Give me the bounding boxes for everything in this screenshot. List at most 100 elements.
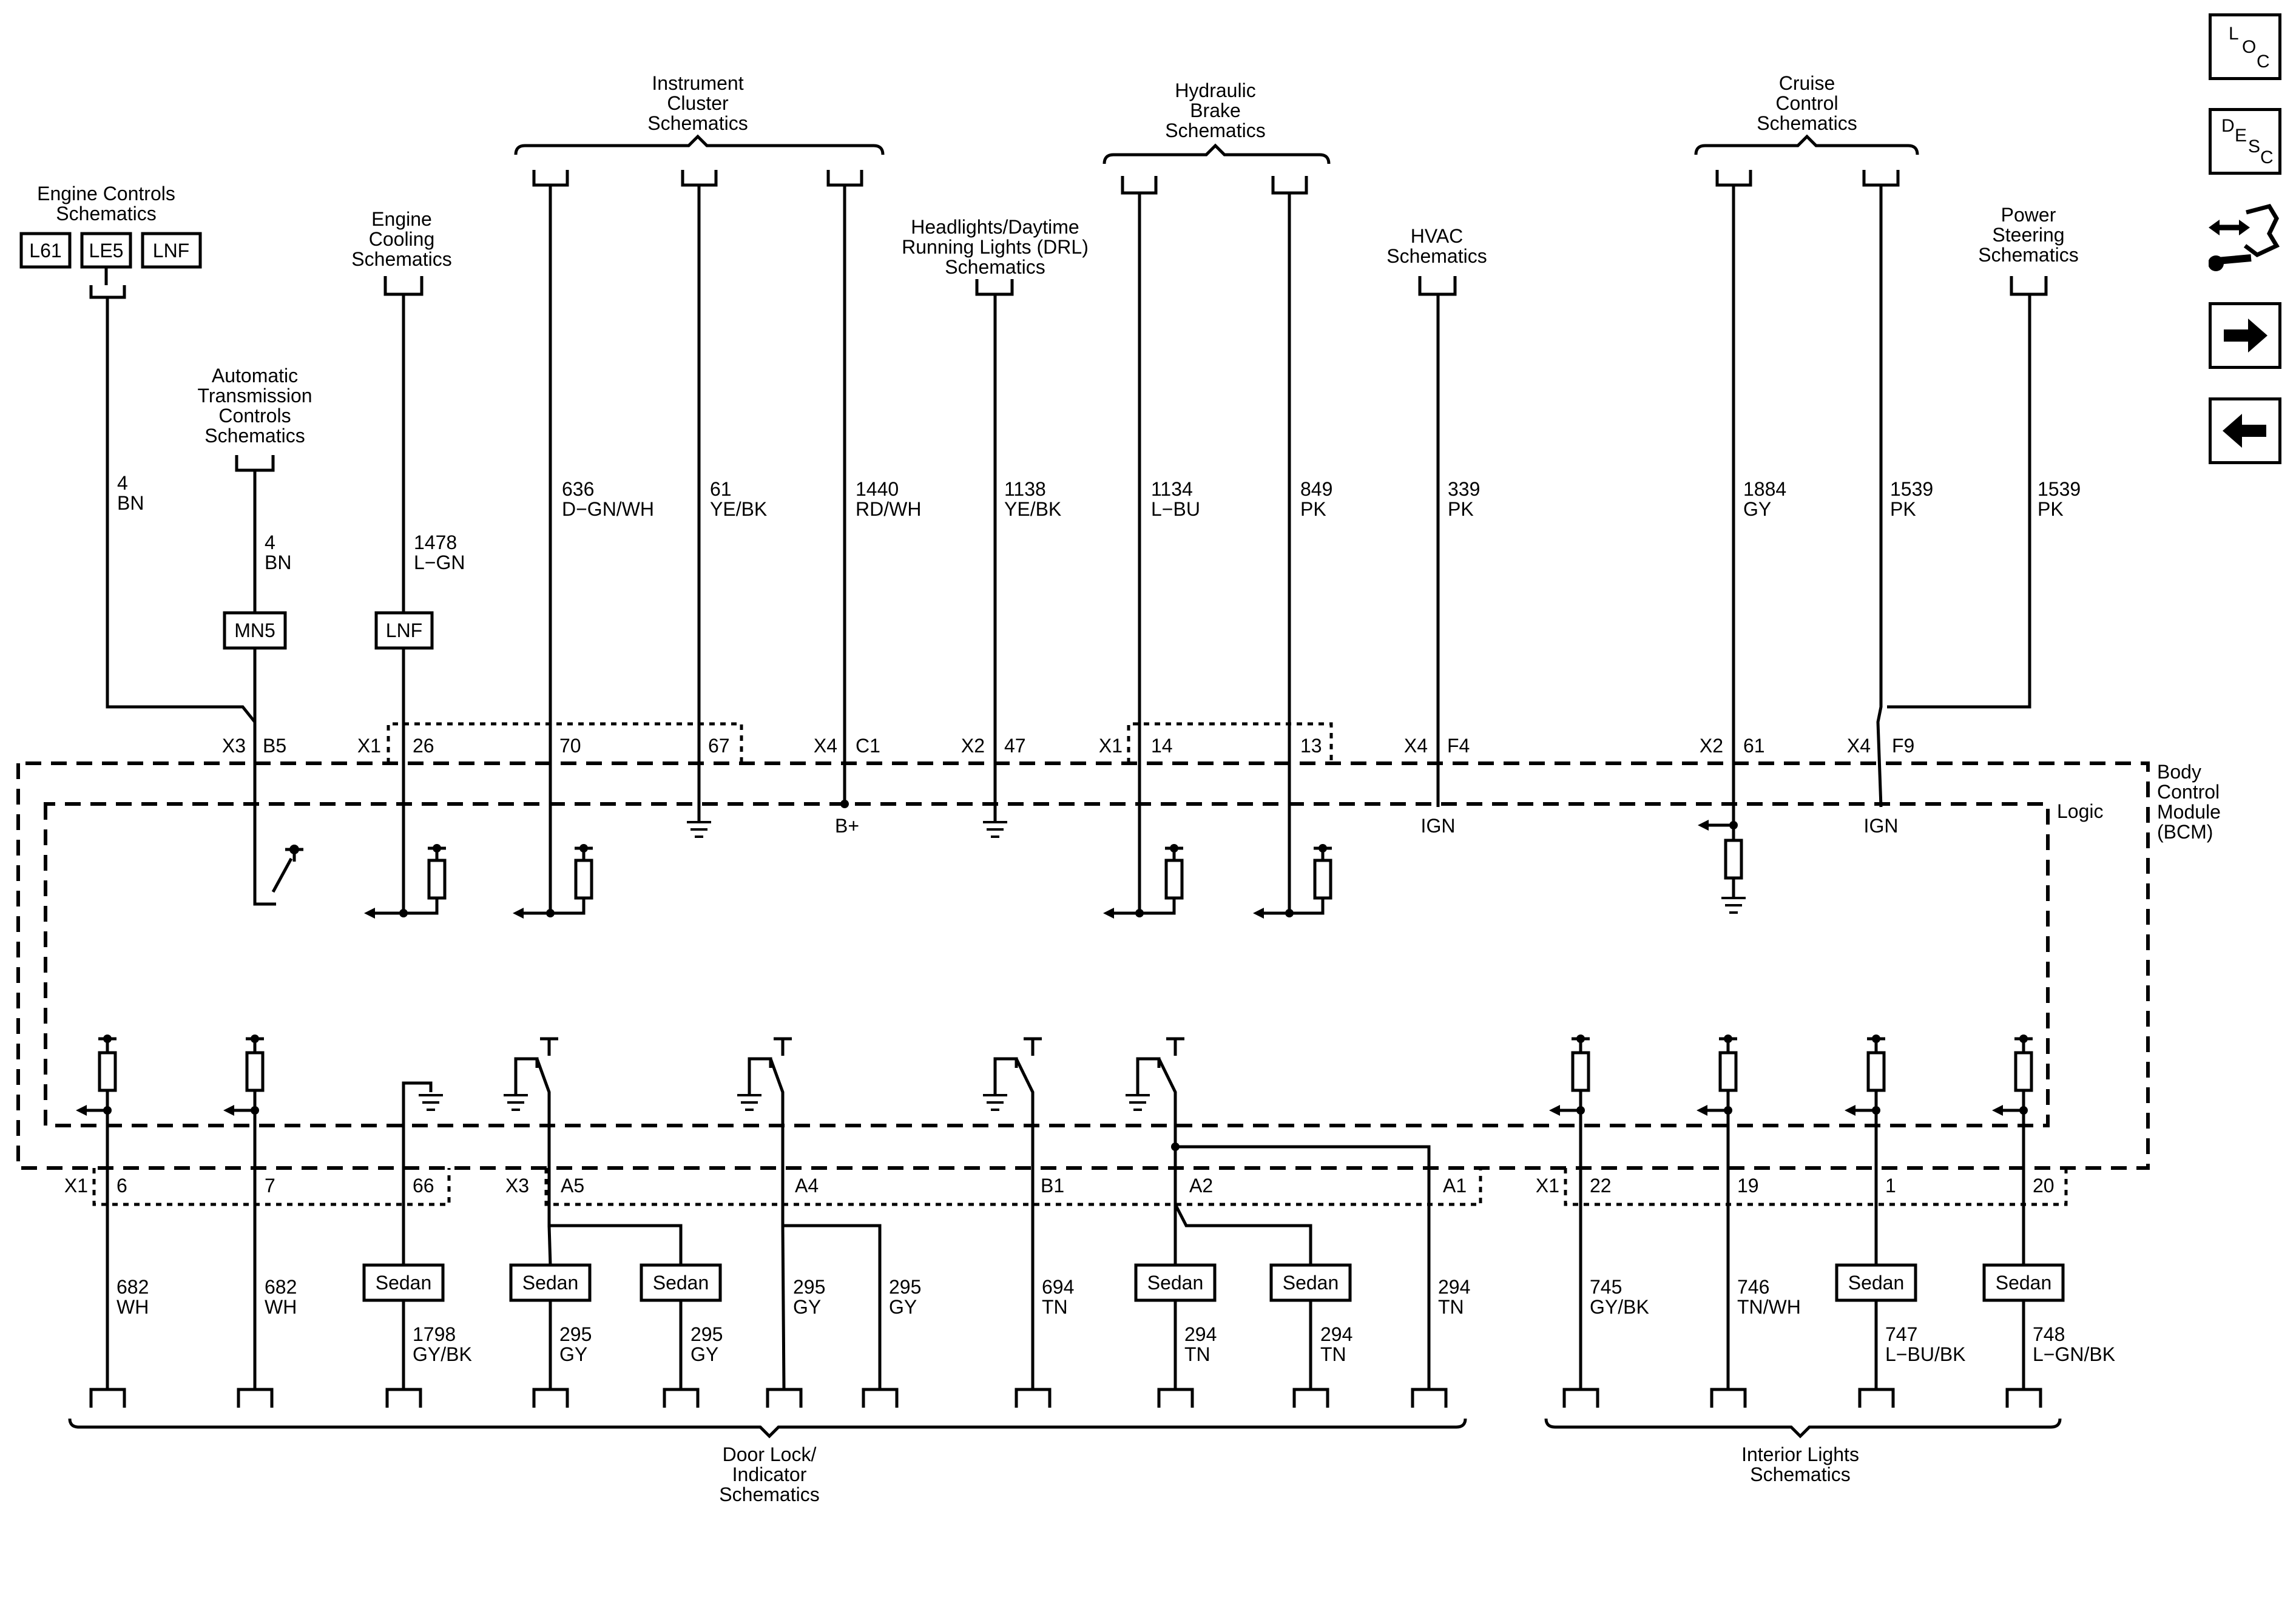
connector-end-view-icon[interactable] [2208, 200, 2281, 285]
svg-text:Transmission: Transmission [197, 385, 312, 407]
svg-text:Running Lights (DRL): Running Lights (DRL) [902, 236, 1089, 258]
svg-text:Sedan: Sedan [1283, 1272, 1339, 1294]
svg-text:F9: F9 [1892, 735, 1914, 757]
svg-text:Schematics: Schematics [945, 256, 1045, 278]
svg-text:LNF: LNF [386, 619, 422, 641]
svg-text:4: 4 [117, 472, 128, 494]
svg-text:Schematics: Schematics [1757, 112, 1857, 134]
bottom-wire-labels: 682 WH 682 WH 1798 GY/BK 295 GY 295 GY 2… [116, 1276, 2115, 1365]
svg-text:Headlights/Daytime: Headlights/Daytime [911, 216, 1079, 238]
svg-text:Engine: Engine [371, 208, 432, 230]
loc-letter-c: C [2257, 52, 2270, 72]
desc-letter-d: D [2221, 116, 2235, 136]
svg-text:GY: GY [559, 1343, 587, 1365]
svg-text:B5: B5 [263, 735, 286, 757]
svg-text:PK: PK [1300, 498, 1326, 520]
svg-text:295: 295 [793, 1276, 825, 1298]
door-lock-ref: Door Lock/ Indicator Schematics [68, 1418, 1467, 1505]
svg-text:Hydraulic: Hydraulic [1175, 79, 1255, 101]
arrow-right-icon [2224, 319, 2267, 353]
svg-text:L−BU/BK: L−BU/BK [1885, 1343, 1966, 1365]
svg-text:X2: X2 [1700, 735, 1723, 757]
svg-text:WH: WH [116, 1296, 149, 1318]
svg-text:294: 294 [1438, 1276, 1470, 1298]
description-button[interactable]: D E S C [2209, 108, 2281, 175]
bottom-terminals [89, 1388, 2042, 1408]
svg-text:IGN: IGN [1864, 815, 1899, 837]
svg-text:Sedan: Sedan [376, 1272, 432, 1294]
svg-text:(BCM): (BCM) [2157, 821, 2213, 843]
svg-text:747: 747 [1885, 1323, 1917, 1345]
svg-text:748: 748 [2033, 1323, 2065, 1345]
svg-text:Engine Controls: Engine Controls [37, 183, 175, 204]
svg-text:L−BU: L−BU [1151, 498, 1200, 520]
svg-text:1539: 1539 [1890, 478, 1933, 500]
svg-text:Control: Control [1775, 92, 1838, 114]
svg-text:13: 13 [1300, 735, 1322, 757]
logic-label: Logic [2057, 800, 2104, 822]
svg-text:1539: 1539 [2038, 478, 2081, 500]
svg-text:Schematics: Schematics [1165, 120, 1265, 141]
svg-text:GY: GY [1743, 498, 1771, 520]
svg-text:PK: PK [1890, 498, 1916, 520]
svg-text:MN5: MN5 [234, 619, 275, 641]
svg-text:X3: X3 [222, 735, 246, 757]
svg-text:Cruise: Cruise [1779, 72, 1835, 94]
interior-lights-ref: Interior Lights Schematics [1544, 1418, 2062, 1485]
svg-text:Sedan: Sedan [1996, 1272, 2052, 1294]
svg-text:Schematics: Schematics [1978, 244, 2078, 266]
svg-text:20: 20 [2033, 1175, 2055, 1197]
svg-text:Schematics: Schematics [719, 1484, 819, 1505]
next-page-button[interactable] [2209, 302, 2281, 369]
top-pin-labels: X3 B5 X1 26 70 67 X4 C1 X2 47 X1 14 13 X… [222, 735, 1914, 757]
svg-text:Door Lock/: Door Lock/ [723, 1443, 817, 1465]
loc-letter-l: L [2229, 24, 2239, 44]
loc-letter-o: O [2242, 37, 2257, 57]
svg-text:Control: Control [2157, 781, 2220, 803]
location-button[interactable]: L O C [2209, 13, 2281, 80]
svg-text:Interior Lights: Interior Lights [1741, 1443, 1859, 1465]
sedan-options: Sedan Sedan Sedan Sedan Sedan Sedan Seda… [362, 1263, 2065, 1389]
svg-text:Power: Power [2001, 204, 2056, 226]
svg-text:339: 339 [1448, 478, 1480, 500]
svg-text:1134: 1134 [1151, 478, 1193, 500]
bottom-internal-circuits [76, 1035, 2033, 1390]
svg-text:Controls: Controls [218, 405, 291, 427]
svg-text:Body: Body [2157, 761, 2201, 783]
svg-text:66: 66 [413, 1175, 434, 1197]
svg-text:Cooling: Cooling [369, 228, 435, 250]
svg-text:Sedan: Sedan [1147, 1272, 1204, 1294]
svg-text:295: 295 [690, 1323, 723, 1345]
svg-text:X1: X1 [64, 1175, 88, 1197]
svg-text:Module: Module [2157, 801, 2221, 823]
svg-text:694: 694 [1042, 1276, 1074, 1298]
svg-text:Schematics: Schematics [351, 248, 451, 270]
svg-text:Instrument: Instrument [652, 72, 743, 94]
instrument-cluster-ref: Instrument Cluster Schematics [514, 72, 885, 913]
svg-text:4: 4 [265, 532, 275, 553]
svg-text:GY/BK: GY/BK [1590, 1296, 1649, 1318]
lnf-option-box [374, 611, 434, 650]
svg-text:X1: X1 [357, 735, 381, 757]
svg-text:A2: A2 [1189, 1175, 1213, 1197]
svg-text:70: 70 [559, 735, 581, 757]
bottom-pin-labels: X1 6 7 66 X3 A5 A4 B1 A2 A1 X1 22 19 1 2… [64, 1175, 2055, 1197]
desc-letter-c: C [2260, 147, 2274, 167]
svg-text:746: 746 [1737, 1276, 1769, 1298]
hydraulic-brake-ref: Hydraulic Brake Schematics [1102, 79, 1331, 913]
svg-text:LE5: LE5 [89, 240, 124, 262]
previous-page-button[interactable] [2209, 397, 2281, 464]
mn5-option-box [223, 611, 287, 650]
svg-text:Sedan: Sedan [653, 1272, 709, 1294]
svg-text:C1: C1 [856, 735, 880, 757]
svg-text:L−GN: L−GN [414, 552, 465, 573]
svg-text:D−GN/WH: D−GN/WH [562, 498, 654, 520]
engine-controls-ref: Engine Controls Schematics L61 LE5 LNF [19, 183, 256, 723]
svg-text:Schematics: Schematics [56, 203, 156, 224]
svg-text:A1: A1 [1443, 1175, 1467, 1197]
svg-text:X4: X4 [1847, 735, 1871, 757]
svg-text:YE/BK: YE/BK [710, 498, 767, 520]
svg-text:L61: L61 [29, 240, 61, 262]
top-wire-labels: 4 BN 4 BN 1478 L−GN 636 D−GN/WH 61 YE/BK… [117, 472, 2081, 573]
